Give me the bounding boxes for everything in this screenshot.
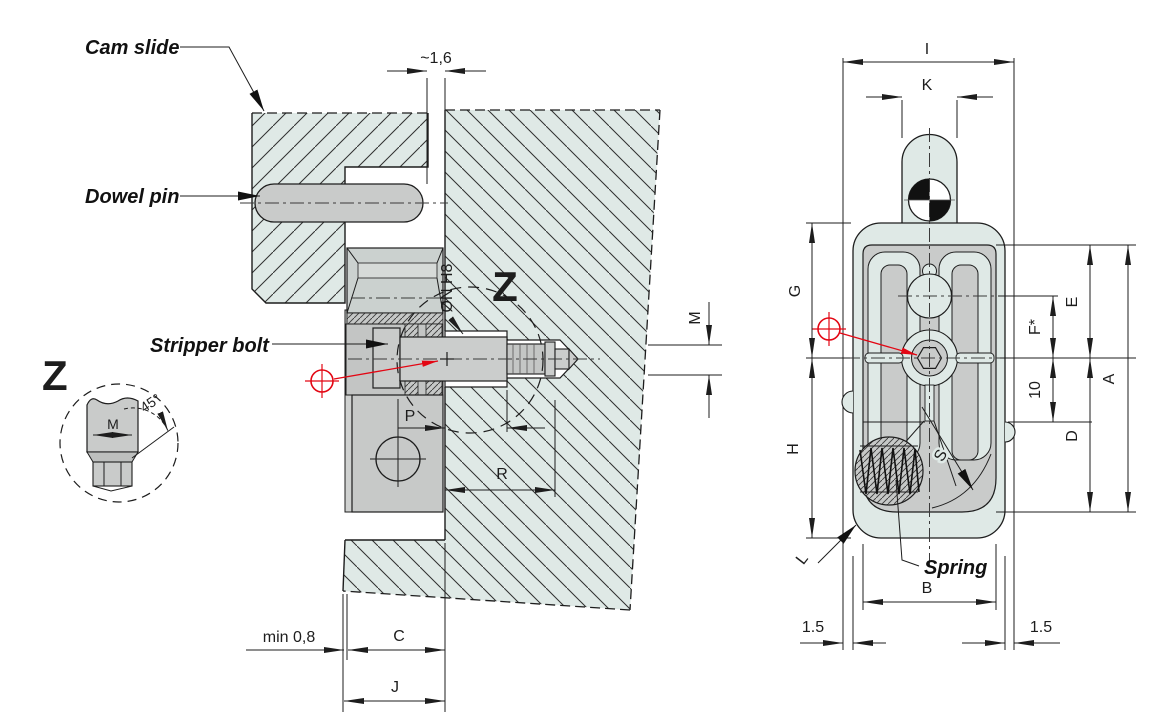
dim-g-h: G H	[785, 222, 851, 539]
cam-slide-label: Cam slide	[85, 37, 179, 59]
k-value: K	[922, 77, 933, 94]
top-gap-value: ~1,6	[420, 50, 452, 67]
chamfer-face	[86, 451, 139, 463]
position-marker-icon	[305, 352, 454, 398]
section-view: Z Cam slide Dowel pin Stripper bolt	[85, 37, 722, 712]
chamfer-angle-value: 45°	[137, 390, 163, 415]
f-star-value: F*	[1027, 319, 1044, 335]
left-ear	[841, 390, 854, 414]
l-value: L	[793, 550, 812, 568]
leader-stripper-bolt: Stripper bolt	[150, 335, 388, 357]
dim-k: K	[866, 77, 993, 138]
retainer-assembly	[344, 247, 444, 513]
dowel-pin-label: Dowel pin	[85, 186, 179, 208]
detail-z-view: Z M 45°	[42, 352, 179, 503]
dim-bore: ØN H8	[439, 263, 464, 335]
p-value: P	[405, 408, 416, 425]
b-value: B	[922, 580, 933, 597]
dim-detail-m: M	[93, 416, 132, 438]
dim-bottom: min 0,8 C J	[246, 543, 446, 712]
detail-z-reference-label: Z	[492, 263, 518, 310]
dim-clearances: 1.5 1.5	[800, 556, 1060, 650]
lower-guide-block	[351, 394, 444, 513]
dowel-pin	[240, 183, 448, 223]
j-value: J	[391, 679, 399, 696]
front-view: I K G H F* 10 E	[785, 41, 1136, 650]
e-value: E	[1064, 297, 1081, 308]
bore-value: ØN H8	[439, 263, 456, 312]
detail-z-title: Z	[42, 352, 68, 399]
d-value: D	[1064, 430, 1081, 442]
a-value: A	[1101, 373, 1118, 384]
detail-m-value: M	[107, 416, 119, 432]
clearance-left-value: 1.5	[802, 619, 824, 636]
detail-z-marker-circle	[396, 286, 544, 434]
leader-dowel-pin: Dowel pin	[85, 186, 260, 208]
leader-cam-slide: Cam slide	[85, 37, 265, 112]
position-marker-icon	[812, 312, 918, 356]
slide-insert	[862, 244, 997, 513]
dim-right-stack: F* 10 E D A	[996, 244, 1136, 513]
bolt-head	[372, 327, 401, 389]
c-value: C	[393, 628, 405, 645]
stripper-bolt-label: Stripper bolt	[150, 335, 270, 357]
i-value: I	[925, 41, 929, 58]
g-value: G	[787, 285, 804, 297]
min-clearance-value: min 0,8	[263, 629, 316, 646]
dim-top-gap: ~1,6	[387, 50, 486, 184]
spring-label: Spring	[924, 557, 987, 579]
right-ear	[1004, 421, 1016, 443]
dim-p: P	[398, 390, 545, 432]
dim-thread-m: M	[648, 302, 722, 418]
leader-spring: Spring	[895, 479, 987, 579]
dim-l: L	[793, 524, 857, 568]
serrated-strip	[346, 312, 444, 325]
spacing-10-value: 10	[1027, 381, 1044, 399]
bolt-end-detail	[86, 397, 139, 492]
detail-boundary-circle	[59, 383, 179, 503]
h-value: H	[785, 443, 802, 455]
clearance-right-value: 1.5	[1030, 619, 1052, 636]
spring-assembly	[854, 436, 924, 506]
spring-coil	[859, 447, 920, 495]
dim-b: B	[862, 544, 997, 610]
center-mark-icon	[904, 178, 955, 222]
r-value: R	[496, 466, 508, 483]
dim-r: R	[445, 400, 556, 497]
dim-i: I	[843, 41, 1014, 65]
thread-side-value: M	[687, 311, 704, 324]
wedge-retainer	[346, 247, 444, 314]
